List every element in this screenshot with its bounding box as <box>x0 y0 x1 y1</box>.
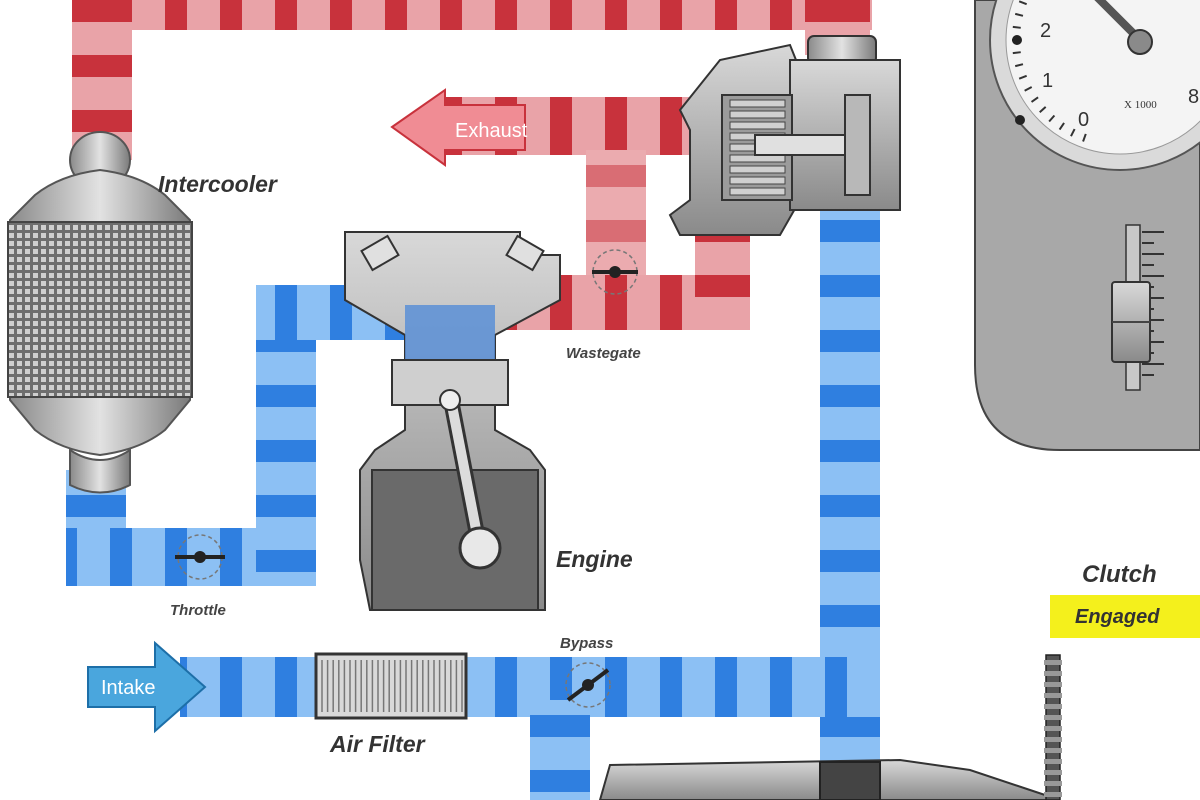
gauge-hub <box>1127 29 1153 55</box>
turbocharger <box>668 35 901 236</box>
bypass-valve[interactable] <box>565 662 611 708</box>
turbine-blade <box>729 176 786 185</box>
clutch-rung <box>1044 781 1062 786</box>
gauge-tick-mark <box>1014 12 1024 17</box>
clutch-rung <box>1044 704 1062 709</box>
clutch-rung <box>1044 682 1062 687</box>
intake-arrow: Intake <box>87 640 207 734</box>
turbine-blade <box>729 165 786 174</box>
clutch-rung <box>1044 737 1062 742</box>
gauge-tick-mark <box>1024 86 1033 92</box>
lower-compressor <box>598 758 1061 800</box>
gauge-tick-mark <box>1058 122 1065 131</box>
intercooler <box>7 131 193 494</box>
intercooler-label: Intercooler <box>158 171 278 197</box>
clutch-rung <box>1044 671 1062 676</box>
turbine-blade <box>729 154 786 163</box>
throttle-label: Throttle <box>170 602 226 619</box>
throttle-valve[interactable] <box>175 534 225 580</box>
clutch-rung <box>1044 693 1062 698</box>
gauge-tick-1: 1 <box>1042 70 1053 92</box>
instrument-panel: 2 1 0 8 X 1000 <box>974 0 1200 451</box>
wastegate-valve[interactable] <box>592 249 638 295</box>
wastegate-label: Wastegate <box>566 345 641 362</box>
gauge-tick-mark <box>1082 133 1087 142</box>
gauge-tick-mark <box>1039 106 1047 114</box>
gauge-tick-mark <box>1018 0 1028 6</box>
clutch-status: Engaged <box>1075 606 1160 628</box>
clutch-rung <box>1044 660 1062 665</box>
engine-label: Engine <box>556 546 633 572</box>
clutch-status-badge[interactable] <box>1050 595 1200 638</box>
gauge-tick-mark <box>1014 63 1024 68</box>
gauge-tick-0: 0 <box>1078 109 1089 131</box>
clutch-label: Clutch <box>1082 561 1157 588</box>
clutch-rung <box>1044 759 1062 764</box>
gauge-tick-mark <box>1030 96 1039 103</box>
intake-label: Intake <box>101 677 155 699</box>
clutch-rung <box>1044 792 1062 797</box>
clutch-lever[interactable] <box>1044 654 1062 800</box>
turbine-blade <box>729 99 786 108</box>
gauge-tick-2: 2 <box>1040 20 1051 42</box>
gauge-tick-mark <box>1070 128 1076 137</box>
boost-slider[interactable] <box>1111 224 1164 391</box>
clutch-rung <box>1044 726 1062 731</box>
clutch-rung <box>1044 770 1062 775</box>
engine <box>344 231 561 611</box>
clutch-rung <box>1044 715 1062 720</box>
gauge-tick-mark <box>1048 114 1056 123</box>
bypass-label: Bypass <box>560 635 613 652</box>
hot-pipes <box>72 0 872 330</box>
cold-pipes <box>66 190 880 800</box>
air-filter-label: Air Filter <box>329 731 426 757</box>
exhaust-label: Exhaust <box>455 120 528 142</box>
turbine-blade <box>729 110 786 119</box>
turbine-blade <box>729 121 786 130</box>
gauge-multiplier: X 1000 <box>1124 99 1157 111</box>
air-filter <box>314 652 468 720</box>
gauge-tick-mark <box>1012 51 1021 55</box>
gauge-tick-mark <box>1018 74 1028 80</box>
gauge-tick-8: 8 <box>1188 86 1199 108</box>
clutch-rung <box>1044 748 1062 753</box>
gauge-needle <box>1094 0 1144 44</box>
gauge-tick-mark <box>1012 25 1021 29</box>
exhaust-arrow: Exhaust <box>390 88 528 167</box>
turbine-blade <box>729 187 786 196</box>
